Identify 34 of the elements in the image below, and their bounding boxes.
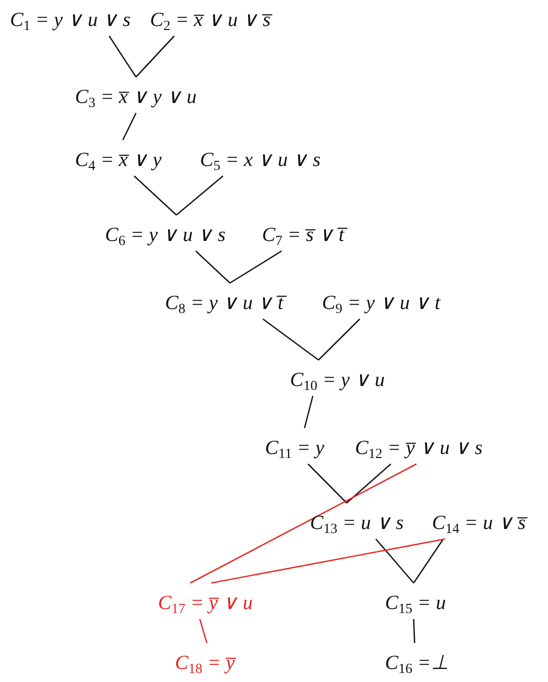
clause-text: C$_{4}$ = x̅ ∨ y (75, 148, 162, 172)
clause-text: C$_{6}$ = y ∨ u ∨ s (105, 223, 226, 247)
clause-text: C$_{18}$ = y̅ (175, 651, 235, 675)
clause-text: C$_{5}$ = x ∨ u ∨ s (200, 148, 320, 172)
resolution-line (304, 396, 314, 428)
clause-text: C$_{11}$ = y (265, 436, 324, 460)
resolution-line (413, 618, 416, 644)
resolution-line (308, 464, 348, 504)
resolution-line (176, 176, 224, 216)
resolution-line (211, 538, 446, 584)
clause-text: C$_{9}$ = y ∨ u ∨ t (322, 291, 440, 315)
resolution-line (108, 36, 137, 78)
resolution-line (230, 250, 282, 284)
clause-text: C$_{16}$ =⊥ (385, 651, 448, 675)
clause-text: C$_{17}$ = y̅ ∨ u (158, 591, 253, 615)
clause-text: C$_{13}$ = u ∨ s (310, 511, 404, 535)
clause-text: C$_{2}$ = x̅ ∨ u ∨ s̅ (150, 8, 270, 32)
resolution-line (190, 463, 417, 584)
clause-text: C$_{3}$ = x̅ ∨ y ∨ u (75, 85, 197, 109)
clause-text: C$_{1}$ = y ∨ u ∨ s (10, 8, 130, 32)
clause-text: C$_{15}$ = u (385, 591, 446, 615)
clause-text: C$_{12}$ = y̅ ∨ u ∨ s (355, 436, 482, 460)
resolution-line (346, 464, 392, 504)
resolution-line (199, 618, 208, 644)
resolution-line (122, 112, 137, 140)
clause-text: C$_{10}$ = y ∨ u (290, 368, 385, 392)
resolution-line (262, 318, 319, 361)
resolution-line (134, 176, 177, 216)
resolution-line (413, 538, 444, 584)
resolution-line (375, 538, 414, 584)
resolution-line (195, 250, 230, 284)
resolution-line (318, 318, 360, 360)
clause-text: C$_{14}$ = u ∨ s̅ (432, 511, 526, 535)
resolution-line (136, 36, 175, 78)
